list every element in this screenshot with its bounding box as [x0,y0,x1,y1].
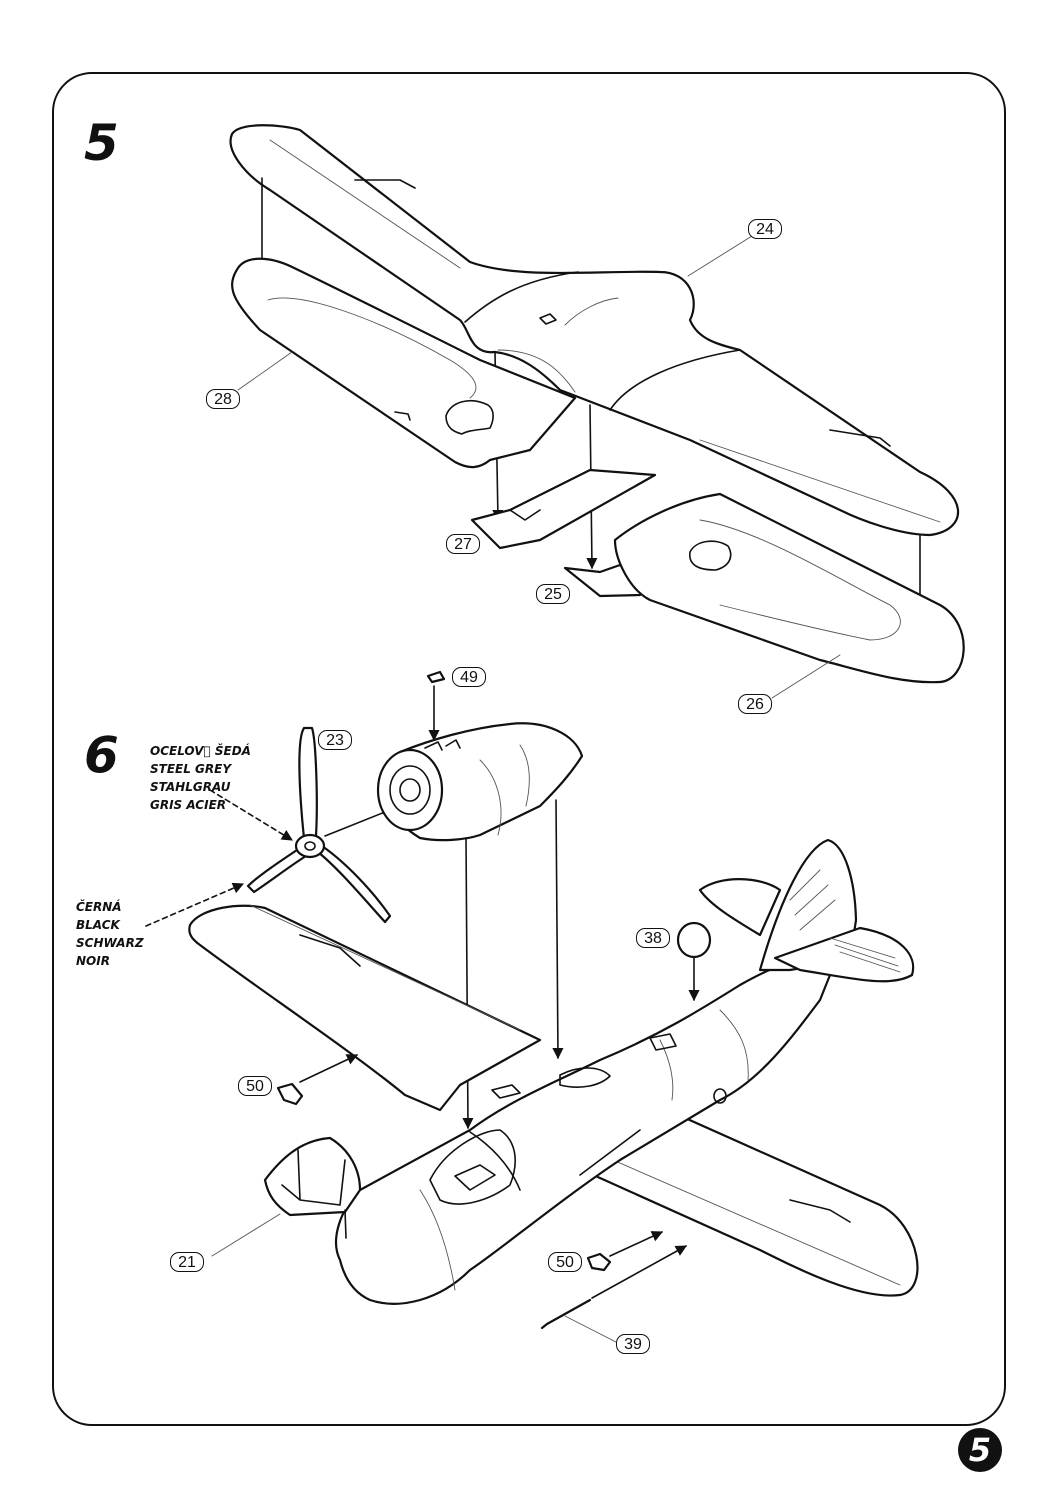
part-label-38: 38 [636,928,670,948]
step-number-5: 5 [84,114,119,172]
lower-right-wing-part-26 [613,492,965,684]
upper-wing-part-24 [229,124,960,537]
small-part-49 [426,670,446,684]
step-number-6: 6 [84,726,119,784]
color-note-line: OCELOVᷛ ŠEDÁ [150,744,251,758]
color-note-line: SCHWARZ [76,936,144,950]
part-label-27: 27 [446,534,480,554]
color-note-line: STEEL GREY [150,762,232,776]
canopy-part-21 [263,1136,362,1217]
part-label-28: 28 [206,389,240,409]
color-note-line: ČERNÁ [76,900,122,914]
small-part-50b [586,1252,612,1272]
part-label-50-left: 50 [238,1076,272,1096]
rod-part-39 [540,1298,592,1330]
part-label-26: 26 [738,694,772,714]
color-note-black: ČERNÁ BLACK SCHWARZ NOIR [76,898,144,970]
part-label-25: 25 [536,584,570,604]
lower-left-wing-part-28 [231,257,577,469]
part-label-49: 49 [452,667,486,687]
fuselage-assembly [188,838,919,1305]
part-label-50-right: 50 [548,1252,582,1272]
antenna-ring-part-38 [676,921,712,959]
color-note-line: STAHLGRAU [150,780,231,794]
small-part-50a [276,1082,304,1106]
part-label-39: 39 [616,1334,650,1354]
part-label-24: 24 [748,219,782,239]
page-number-badge: 5 [958,1428,1002,1472]
engine-cowling-part-49 [376,722,584,842]
color-note-line: NOIR [76,954,110,968]
propeller-part-23 [246,726,392,924]
color-note-line: GRIS ACIER [150,798,227,812]
flap-part-27 [470,468,657,550]
color-note-steel-grey: OCELOVᷛ ŠEDÁ STEEL GREY STAHLGRAU GRIS A… [150,742,251,814]
color-note-line: BLACK [76,918,120,932]
page-frame [52,72,1006,1426]
part-label-21: 21 [170,1252,204,1272]
part-label-23: 23 [318,730,352,750]
